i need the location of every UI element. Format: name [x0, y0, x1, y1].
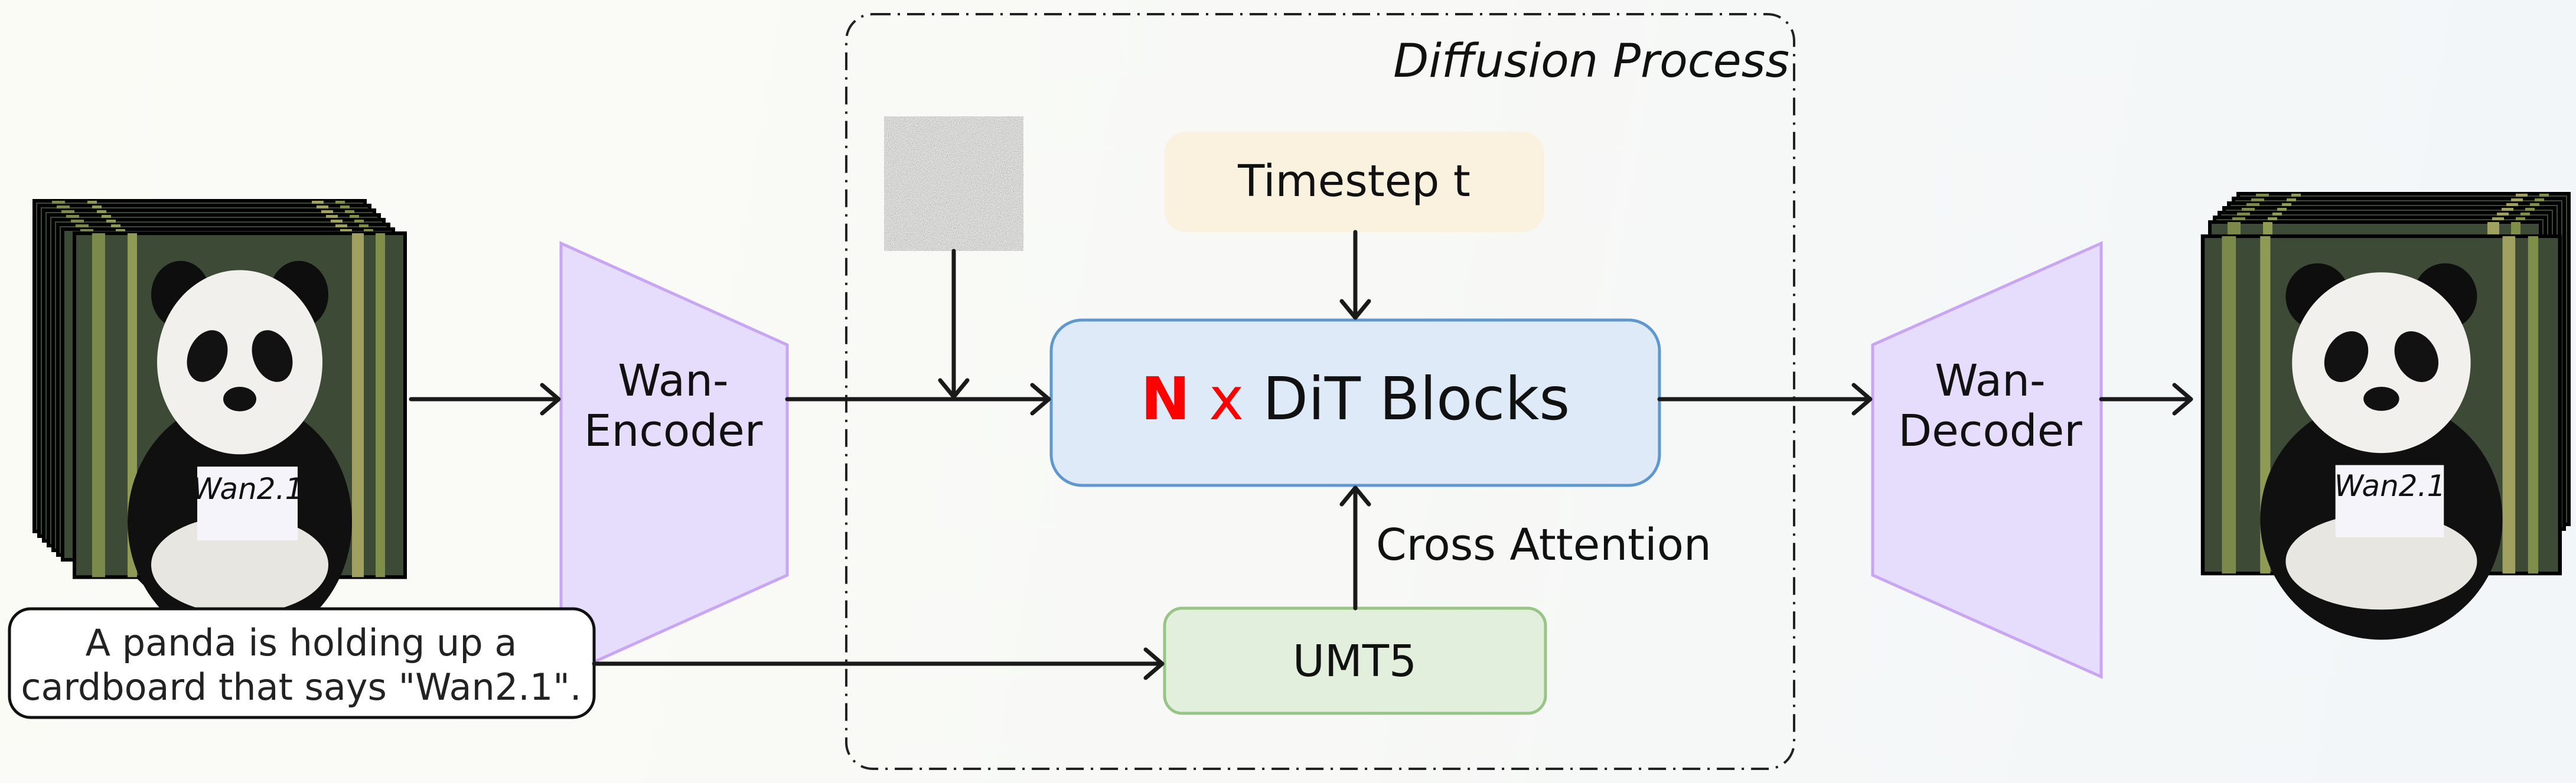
wan-decoder-label-1: Wan-	[1935, 355, 2045, 406]
wan-decoder-block	[1871, 241, 2103, 679]
wan-encoder-block	[559, 241, 789, 679]
arrows	[409, 230, 2193, 680]
wan-encoder-label-2: Encoder	[584, 406, 763, 456]
dit-n: N	[1141, 364, 1191, 433]
dit-name: DiT Blocks	[1263, 364, 1570, 433]
umt5-label: UMT5	[1293, 636, 1417, 687]
arrow-noise-to-latent	[938, 249, 970, 399]
dit-blocks	[1049, 318, 1661, 487]
timestep-label: Timestep t	[1237, 156, 1470, 207]
input-sign-text: Wan2.1	[193, 472, 304, 506]
output-video-frames: Wan2.1	[2203, 194, 2569, 640]
arrow-umt5-to-dit	[1339, 485, 1371, 611]
diffusion-process-label: Diffusion Process	[1393, 35, 1789, 88]
dit-x: x	[1209, 364, 1244, 433]
arrow-dit-to-decoder	[1657, 383, 1873, 416]
text-prompt-line-1: A panda is holding up a	[86, 621, 517, 664]
text-prompt-line-2: cardboard that says "Wan2.1".	[21, 665, 581, 709]
dit-label: N x DiT Blocks	[1141, 364, 1570, 433]
diffusion-process-group	[845, 13, 1795, 770]
timestep-block	[1165, 132, 1544, 232]
cross-attention-label: Cross Attention	[1376, 520, 1711, 570]
input-video-frames: Wan2.1	[34, 201, 405, 645]
output-sign-text: Wan2.1	[2334, 469, 2446, 503]
wan-encoder-label-1: Wan-	[618, 355, 728, 406]
arrow-prompt-to-umt5	[592, 647, 1165, 680]
arrow-decoder-to-output	[2099, 383, 2193, 416]
noise-latent-image	[884, 116, 1023, 251]
arrow-input-to-encoder	[409, 383, 561, 416]
arrow-encoder-to-dit	[785, 383, 1051, 416]
arrow-timestep-to-dit	[1339, 230, 1371, 320]
wan-decoder-label-2: Decoder	[1898, 406, 2082, 456]
